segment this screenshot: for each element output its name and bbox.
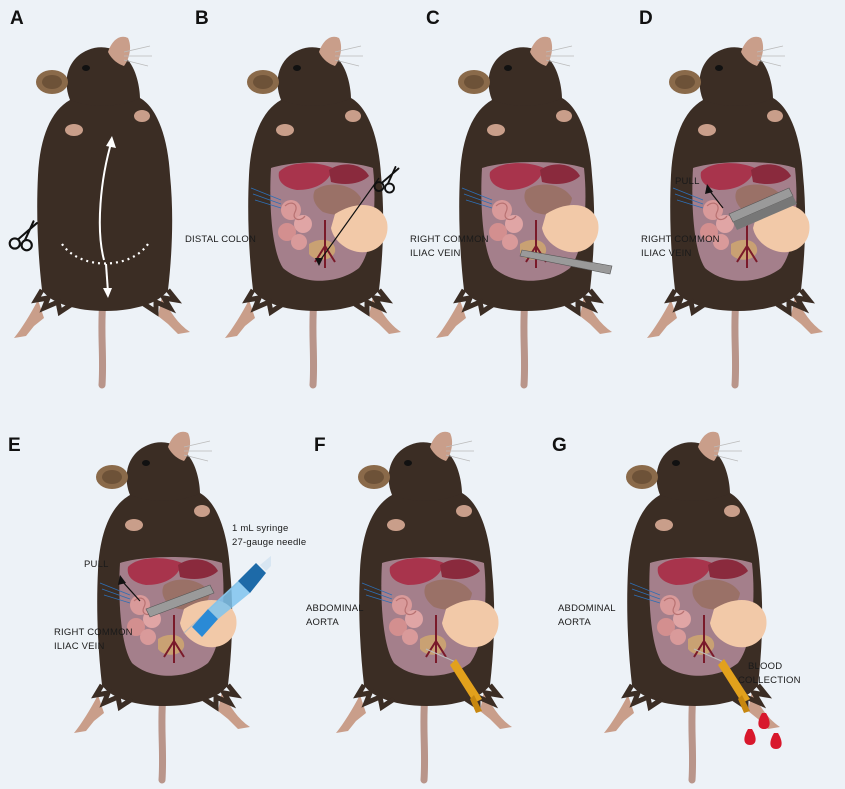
label-blood-line2: COLLECTION — [738, 675, 801, 687]
mouse-illustration — [633, 0, 844, 390]
label-syringe-line2: 27-gauge needle — [232, 537, 306, 549]
mouse-illustration — [322, 395, 533, 785]
panel-c: C RIGHT COMMON ILIAC VEIN — [422, 0, 633, 390]
label-aorta-line1: ABDOMINAL — [558, 603, 616, 615]
panel-letter: G — [552, 435, 567, 457]
label-pull: PULL — [84, 559, 109, 571]
mouse-illustration — [422, 0, 633, 390]
mouse-illustration — [590, 395, 801, 785]
label-distal-colon: DISTAL COLON — [185, 234, 256, 246]
blood-drop-icon — [744, 713, 781, 749]
panel-letter: E — [8, 435, 21, 457]
mouse-illustration — [211, 0, 422, 390]
label-vein-line1: RIGHT COMMON — [641, 234, 720, 246]
label-blood-line1: BLOOD — [748, 661, 782, 673]
scissors-icon — [373, 164, 403, 194]
label-syringe-line1: 1 mL syringe — [232, 523, 288, 535]
panel-d: D PULL RIGHT COMMON ILIAC VEIN — [633, 0, 844, 390]
panel-e: E PULL RIGHT COMMON ILIAC VEIN 1 mL syri… — [60, 395, 271, 785]
panel-b: B DISTAL COLON — [211, 0, 422, 390]
scissors-icon — [8, 218, 42, 252]
label-pull: PULL — [675, 176, 700, 188]
panel-letter: B — [195, 8, 209, 30]
label-vein-line2: ILIAC VEIN — [641, 248, 692, 260]
panel-a: A — [0, 0, 211, 390]
mouse-illustration — [0, 0, 211, 390]
label-vein-line1: RIGHT COMMON — [410, 234, 489, 246]
mouse-illustration — [60, 395, 271, 785]
label-aorta-line2: AORTA — [558, 617, 591, 629]
panel-g: G ABDOMINAL AORTA BLOOD COLLECTION — [590, 395, 801, 785]
label-vein-line2: ILIAC VEIN — [54, 641, 105, 653]
panel-f: F ABDOMINAL AORTA — [322, 395, 533, 785]
label-vein-line2: ILIAC VEIN — [410, 248, 461, 260]
label-vein-line1: RIGHT COMMON — [54, 627, 133, 639]
label-aorta-line2: AORTA — [306, 617, 339, 629]
label-aorta-line1: ABDOMINAL — [306, 603, 364, 615]
